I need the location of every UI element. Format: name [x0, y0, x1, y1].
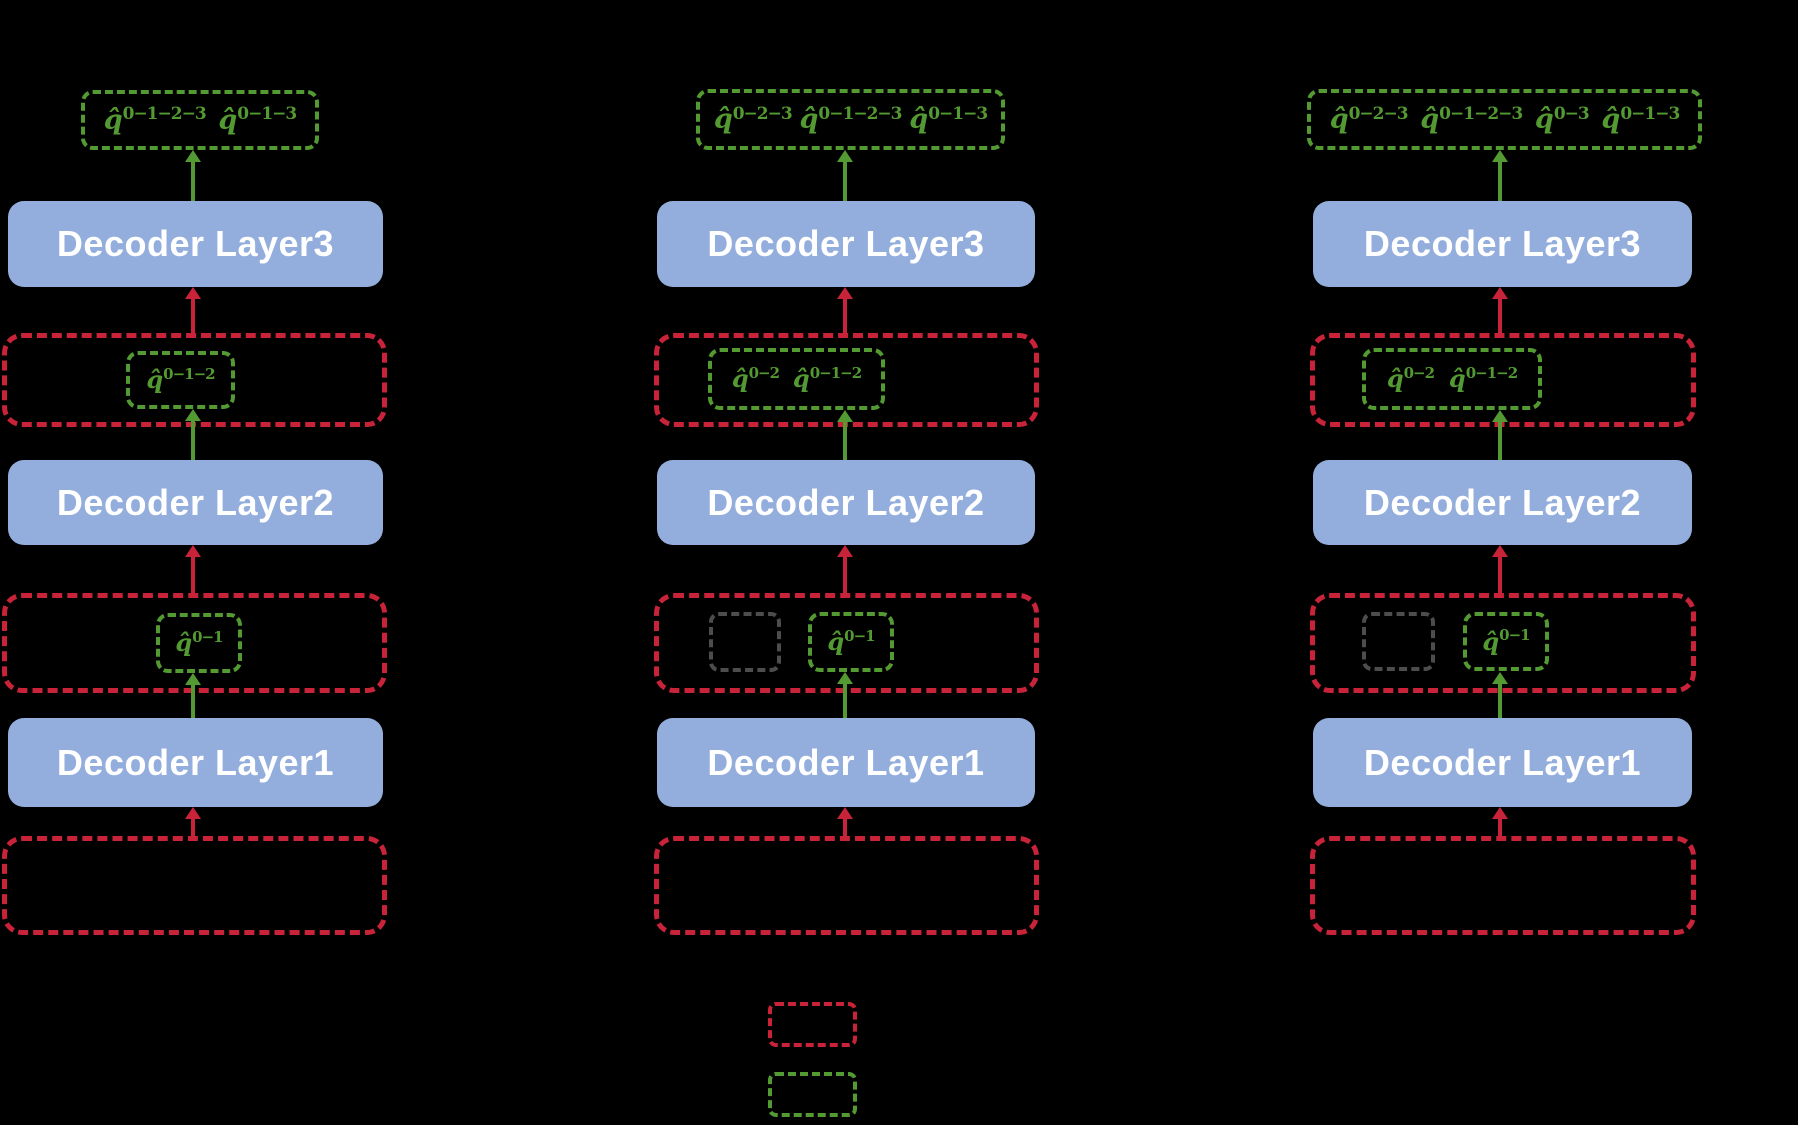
up-arrow-green-icon — [185, 673, 201, 718]
q-hat-token: q̂0−1 — [1482, 626, 1530, 656]
decoder-layer1-box: Decoder Layer1 — [8, 718, 383, 807]
red-dashed-box-between-layer2-3 — [1310, 333, 1696, 427]
decoder-layer1-box: Decoder Layer1 — [1313, 718, 1692, 807]
q-hat-token: q̂0−1−2 — [792, 363, 862, 393]
q-hat-token: q̂0−2−3 — [1329, 103, 1409, 135]
decoder-layer3-box: Decoder Layer3 — [8, 201, 383, 287]
up-arrow-green-icon — [185, 150, 201, 201]
q-hat-token: q̂0−1−2−3 — [1420, 103, 1523, 135]
grey-placeholder-box — [709, 612, 781, 672]
output-tokens-box: q̂0−1−2−3 q̂0−1−3 — [81, 90, 319, 150]
legend-green-box — [768, 1072, 857, 1117]
up-arrow-green-icon — [837, 410, 853, 460]
up-arrow-red-icon — [837, 545, 853, 593]
up-arrow-green-icon — [185, 409, 201, 460]
up-arrow-green-icon — [1492, 410, 1508, 460]
q-hat-token: q̂0−3 — [1534, 103, 1590, 135]
q-hat-token: q̂0−2−3 — [713, 103, 793, 135]
up-arrow-red-icon — [1492, 807, 1508, 836]
q-hat-token: q̂0−1 — [827, 626, 875, 656]
red-dashed-box-between-layer1-2 — [1310, 593, 1696, 693]
q-hat-token: q̂0−1−3 — [218, 104, 297, 136]
input-red-dashed-box — [2, 836, 387, 935]
decoder-layer1-box: Decoder Layer1 — [657, 718, 1035, 807]
green-token-box: q̂0−2 q̂0−1−2 — [1362, 348, 1542, 410]
q-hat-token: q̂0−1−2−3 — [103, 104, 207, 136]
q-hat-token: q̂0−1−3 — [909, 103, 988, 135]
decoder-layer2-box: Decoder Layer2 — [657, 460, 1035, 545]
up-arrow-green-icon — [1492, 150, 1508, 201]
up-arrow-red-icon — [185, 545, 201, 593]
q-hat-token: q̂0−1 — [175, 627, 223, 657]
input-red-dashed-box — [1310, 836, 1696, 935]
decoder-layer3-box: Decoder Layer3 — [1313, 201, 1692, 287]
up-arrow-red-icon — [837, 287, 853, 333]
q-hat-token: q̂0−1−2 — [1448, 363, 1518, 393]
green-token-box: q̂0−1 — [156, 613, 242, 673]
up-arrow-red-icon — [1492, 287, 1508, 333]
grey-placeholder-box — [1362, 612, 1435, 671]
up-arrow-red-icon — [837, 807, 853, 836]
green-token-box: q̂0−2 q̂0−1−2 — [708, 348, 885, 410]
decoder-layer2-box: Decoder Layer2 — [8, 460, 383, 545]
up-arrow-red-icon — [1492, 545, 1508, 593]
up-arrow-red-icon — [185, 287, 201, 333]
up-arrow-green-icon — [837, 672, 853, 718]
decoder-layer2-box: Decoder Layer2 — [1313, 460, 1692, 545]
green-token-box: q̂0−1 — [1463, 612, 1549, 671]
up-arrow-red-icon — [185, 807, 201, 836]
up-arrow-green-icon — [1492, 672, 1508, 718]
q-hat-token: q̂0−1−2 — [146, 364, 215, 394]
legend-red-box — [768, 1002, 857, 1047]
decoder-layer3-box: Decoder Layer3 — [657, 201, 1035, 287]
q-hat-token: q̂0−1−2−3 — [799, 103, 903, 135]
input-red-dashed-box — [654, 836, 1039, 935]
q-hat-token: q̂0−2 — [731, 363, 780, 393]
output-tokens-box: q̂0−2−3 q̂0−1−2−3 q̂0−3 q̂0−1−3 — [1307, 89, 1702, 150]
up-arrow-green-icon — [837, 150, 853, 201]
q-hat-token: q̂0−2 — [1386, 363, 1435, 393]
green-token-box: q̂0−1 — [808, 612, 894, 672]
output-tokens-box: q̂0−2−3 q̂0−1−2−3 q̂0−1−3 — [696, 89, 1005, 150]
green-token-box: q̂0−1−2 — [126, 351, 235, 409]
q-hat-token: q̂0−1−3 — [1601, 103, 1680, 135]
